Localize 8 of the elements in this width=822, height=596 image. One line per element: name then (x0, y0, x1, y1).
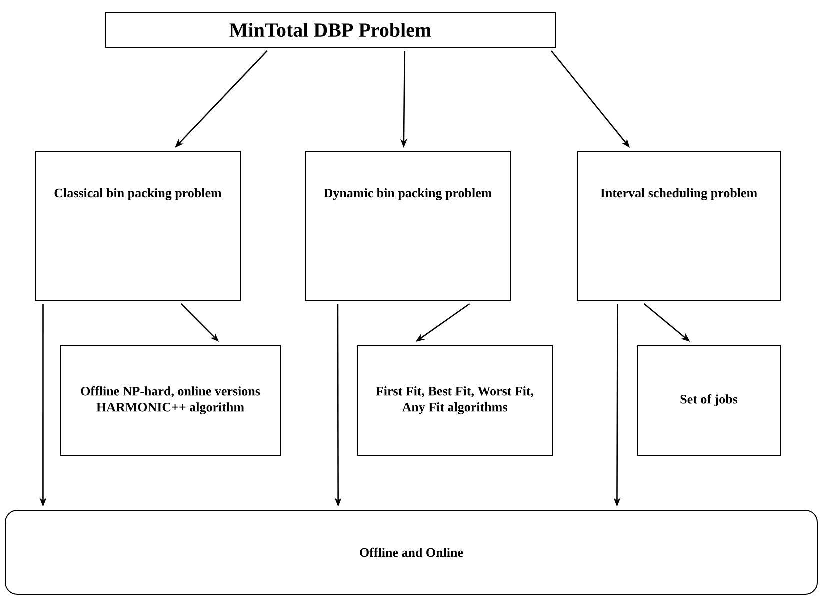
box: Interval scheduling problem (577, 151, 781, 301)
box: Offline NP-hard, online versions HARMONIC++ algorithm (60, 345, 281, 456)
box: Dynamic bin packing problem (305, 151, 511, 301)
rounded-box: Offline and Online (5, 510, 818, 595)
box: Classical bin packing problem (35, 151, 241, 301)
box: MinTotal DBP Problem (105, 12, 556, 48)
box: Set of jobs (637, 345, 781, 456)
box: First Fit, Best Fit, Worst Fit, Any Fit algorithms (357, 345, 553, 456)
